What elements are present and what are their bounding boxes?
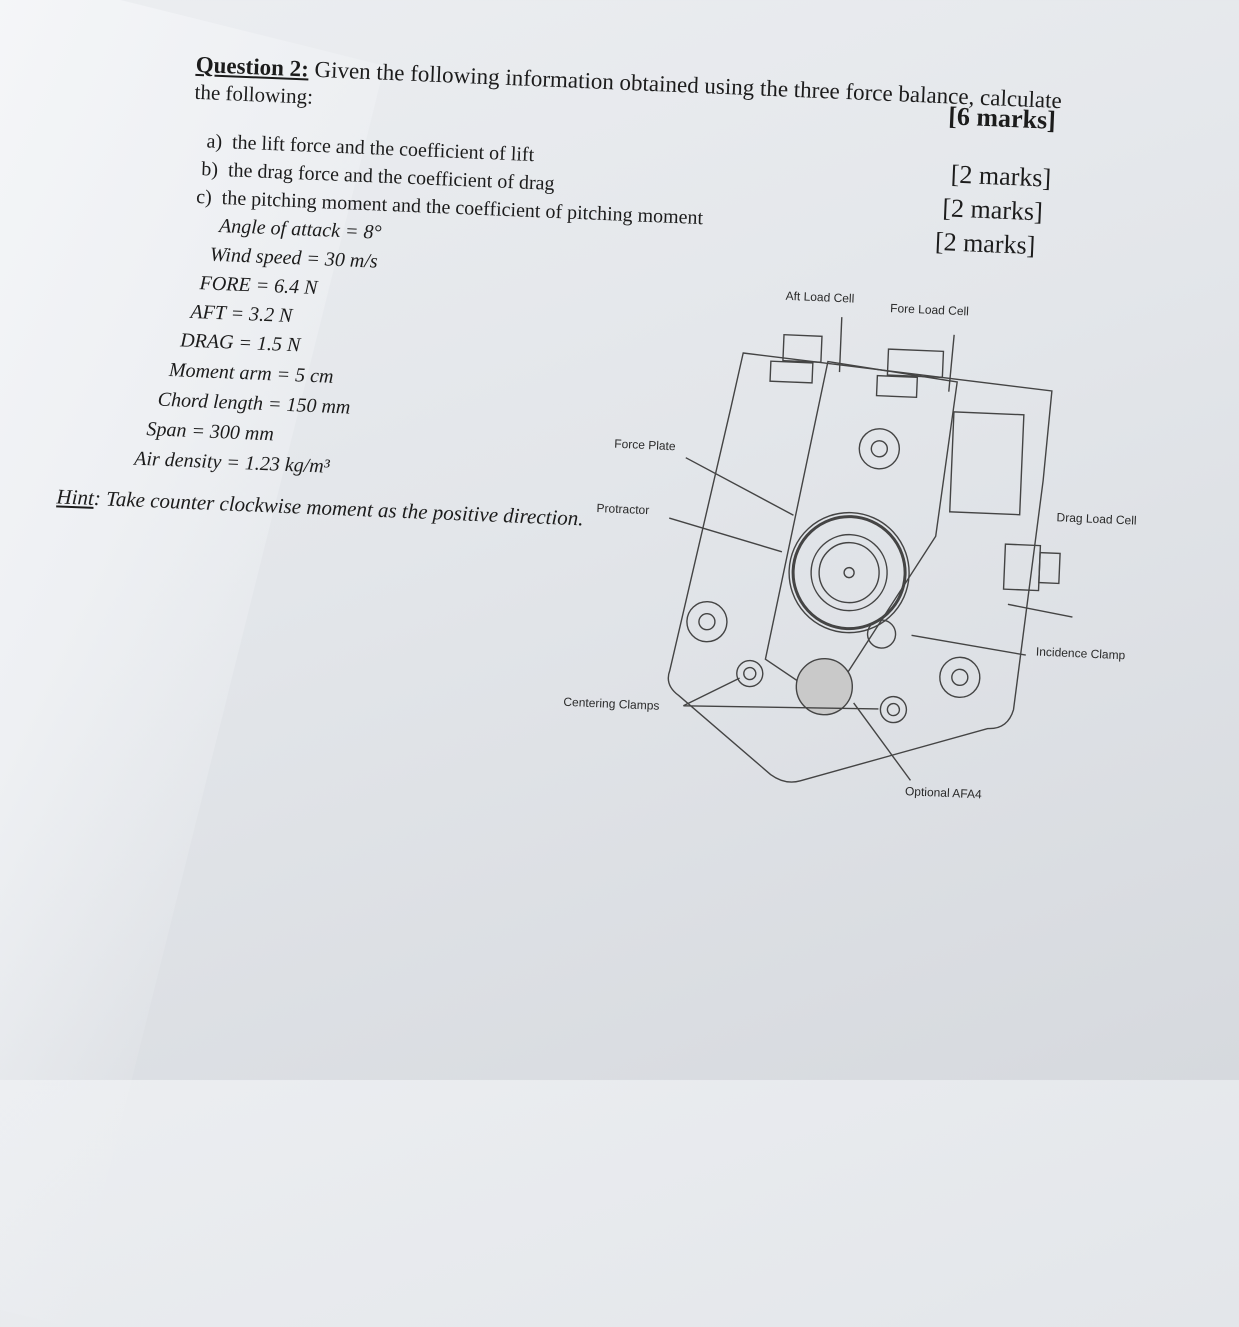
- given-wind-speed: Wind speed = 30 m/s: [209, 243, 379, 273]
- given-fore: FORE = 6.4 N: [199, 272, 318, 300]
- part-c-marks: [2 marks]: [934, 226, 1036, 261]
- total-marks: [6 marks]: [947, 101, 1057, 135]
- part-b-label: b): [200, 158, 219, 181]
- optional-afa4-disc: [795, 657, 854, 716]
- label-optional-afa4: Optional AFA4: [905, 784, 983, 801]
- aft-load-cell: [782, 333, 823, 363]
- hint: Hint: Take counter clockwise moment as t…: [56, 484, 584, 531]
- part-a-marks: [2 marks]: [950, 159, 1052, 193]
- instrument-box: [949, 411, 1025, 516]
- question-number: Question 2:: [195, 51, 310, 82]
- part-a-label: a): [206, 130, 223, 153]
- label-force-plate: Force Plate: [614, 437, 676, 454]
- label-fore-load-cell: Fore Load Cell: [890, 301, 969, 318]
- given-moment-arm: Moment arm = 5 cm: [168, 358, 334, 388]
- given-air-density: Air density = 1.23 kg/m³: [133, 447, 331, 478]
- protractor: [788, 511, 910, 634]
- centering-clamp: [686, 601, 728, 643]
- question-text-line2: the following:: [194, 79, 314, 109]
- given-angle-of-attack: Angle of attack = 8°: [218, 214, 382, 244]
- given-drag: DRAG = 1.5 N: [179, 329, 301, 357]
- label-aft-load-cell: Aft Load Cell: [785, 289, 854, 306]
- label-centering-clamps: Centering Clamps: [563, 695, 660, 713]
- given-aft: AFT = 3.2 N: [189, 300, 293, 328]
- centering-clamp: [858, 428, 901, 470]
- part-b-marks: [2 marks]: [941, 193, 1044, 227]
- incidence-clamp-knob: [866, 619, 897, 649]
- label-drag-load-cell: Drag Load Cell: [1056, 510, 1137, 527]
- fore-load-cell: [886, 348, 945, 379]
- balance-plate: [667, 352, 1053, 783]
- force-plate: [764, 360, 958, 703]
- question-title: Question 2: Given the following informat…: [195, 52, 1062, 114]
- given-span: Span = 300 mm: [146, 418, 275, 446]
- label-protractor: Protractor: [596, 501, 649, 517]
- drag-load-cell: [1002, 543, 1042, 592]
- hint-text: : Take counter clockwise moment as the p…: [93, 485, 585, 531]
- question-sheet: Question 2: Given the following informat…: [56, 52, 1137, 802]
- hint-label: Hint: [56, 484, 95, 510]
- label-incidence-clamp: Incidence Clamp: [1036, 645, 1126, 663]
- part-c-label: c): [195, 185, 213, 209]
- centering-clamp: [939, 656, 981, 699]
- given-chord-length: Chord length = 150 mm: [157, 388, 351, 419]
- three-force-balance-diagram: Aft Load Cell Fore Load Cell Force Plate…: [563, 289, 1137, 802]
